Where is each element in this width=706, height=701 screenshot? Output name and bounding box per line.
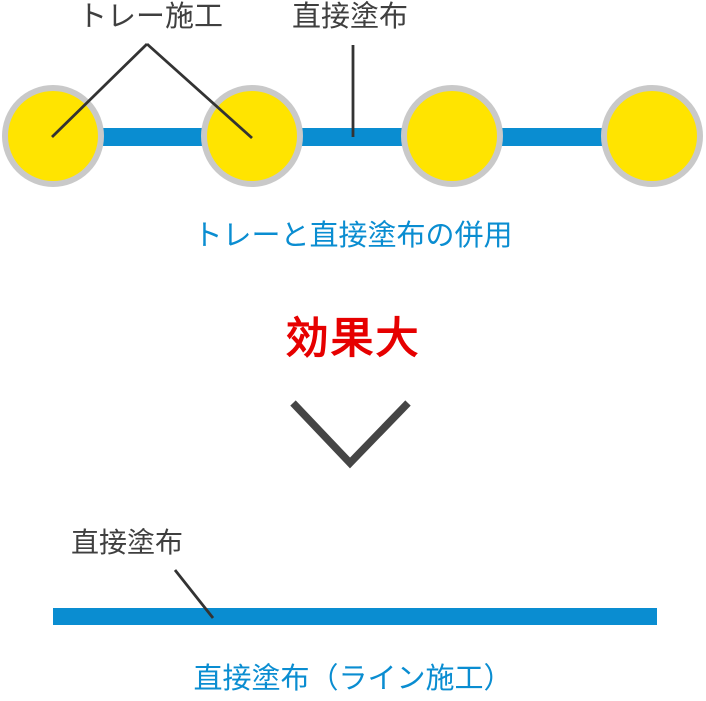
tray-circle	[2, 85, 104, 187]
chevron-down-icon	[290, 400, 411, 469]
effect-large-text: 効果大	[285, 315, 421, 363]
tray-circle	[401, 85, 503, 187]
top-caption: トレーと直接塗布の併用	[193, 220, 513, 252]
tray-circle	[601, 85, 703, 187]
direct-application-label-top: 直接塗布	[292, 1, 409, 33]
top-application-line	[53, 128, 653, 146]
tray-construction-label: トレー施工	[78, 1, 224, 33]
tray-circle	[201, 85, 303, 187]
bottom-application-line	[53, 608, 657, 625]
bottom-caption: 直接塗布（ライン施工）	[193, 663, 513, 695]
direct-application-label-bottom: 直接塗布	[71, 527, 184, 558]
